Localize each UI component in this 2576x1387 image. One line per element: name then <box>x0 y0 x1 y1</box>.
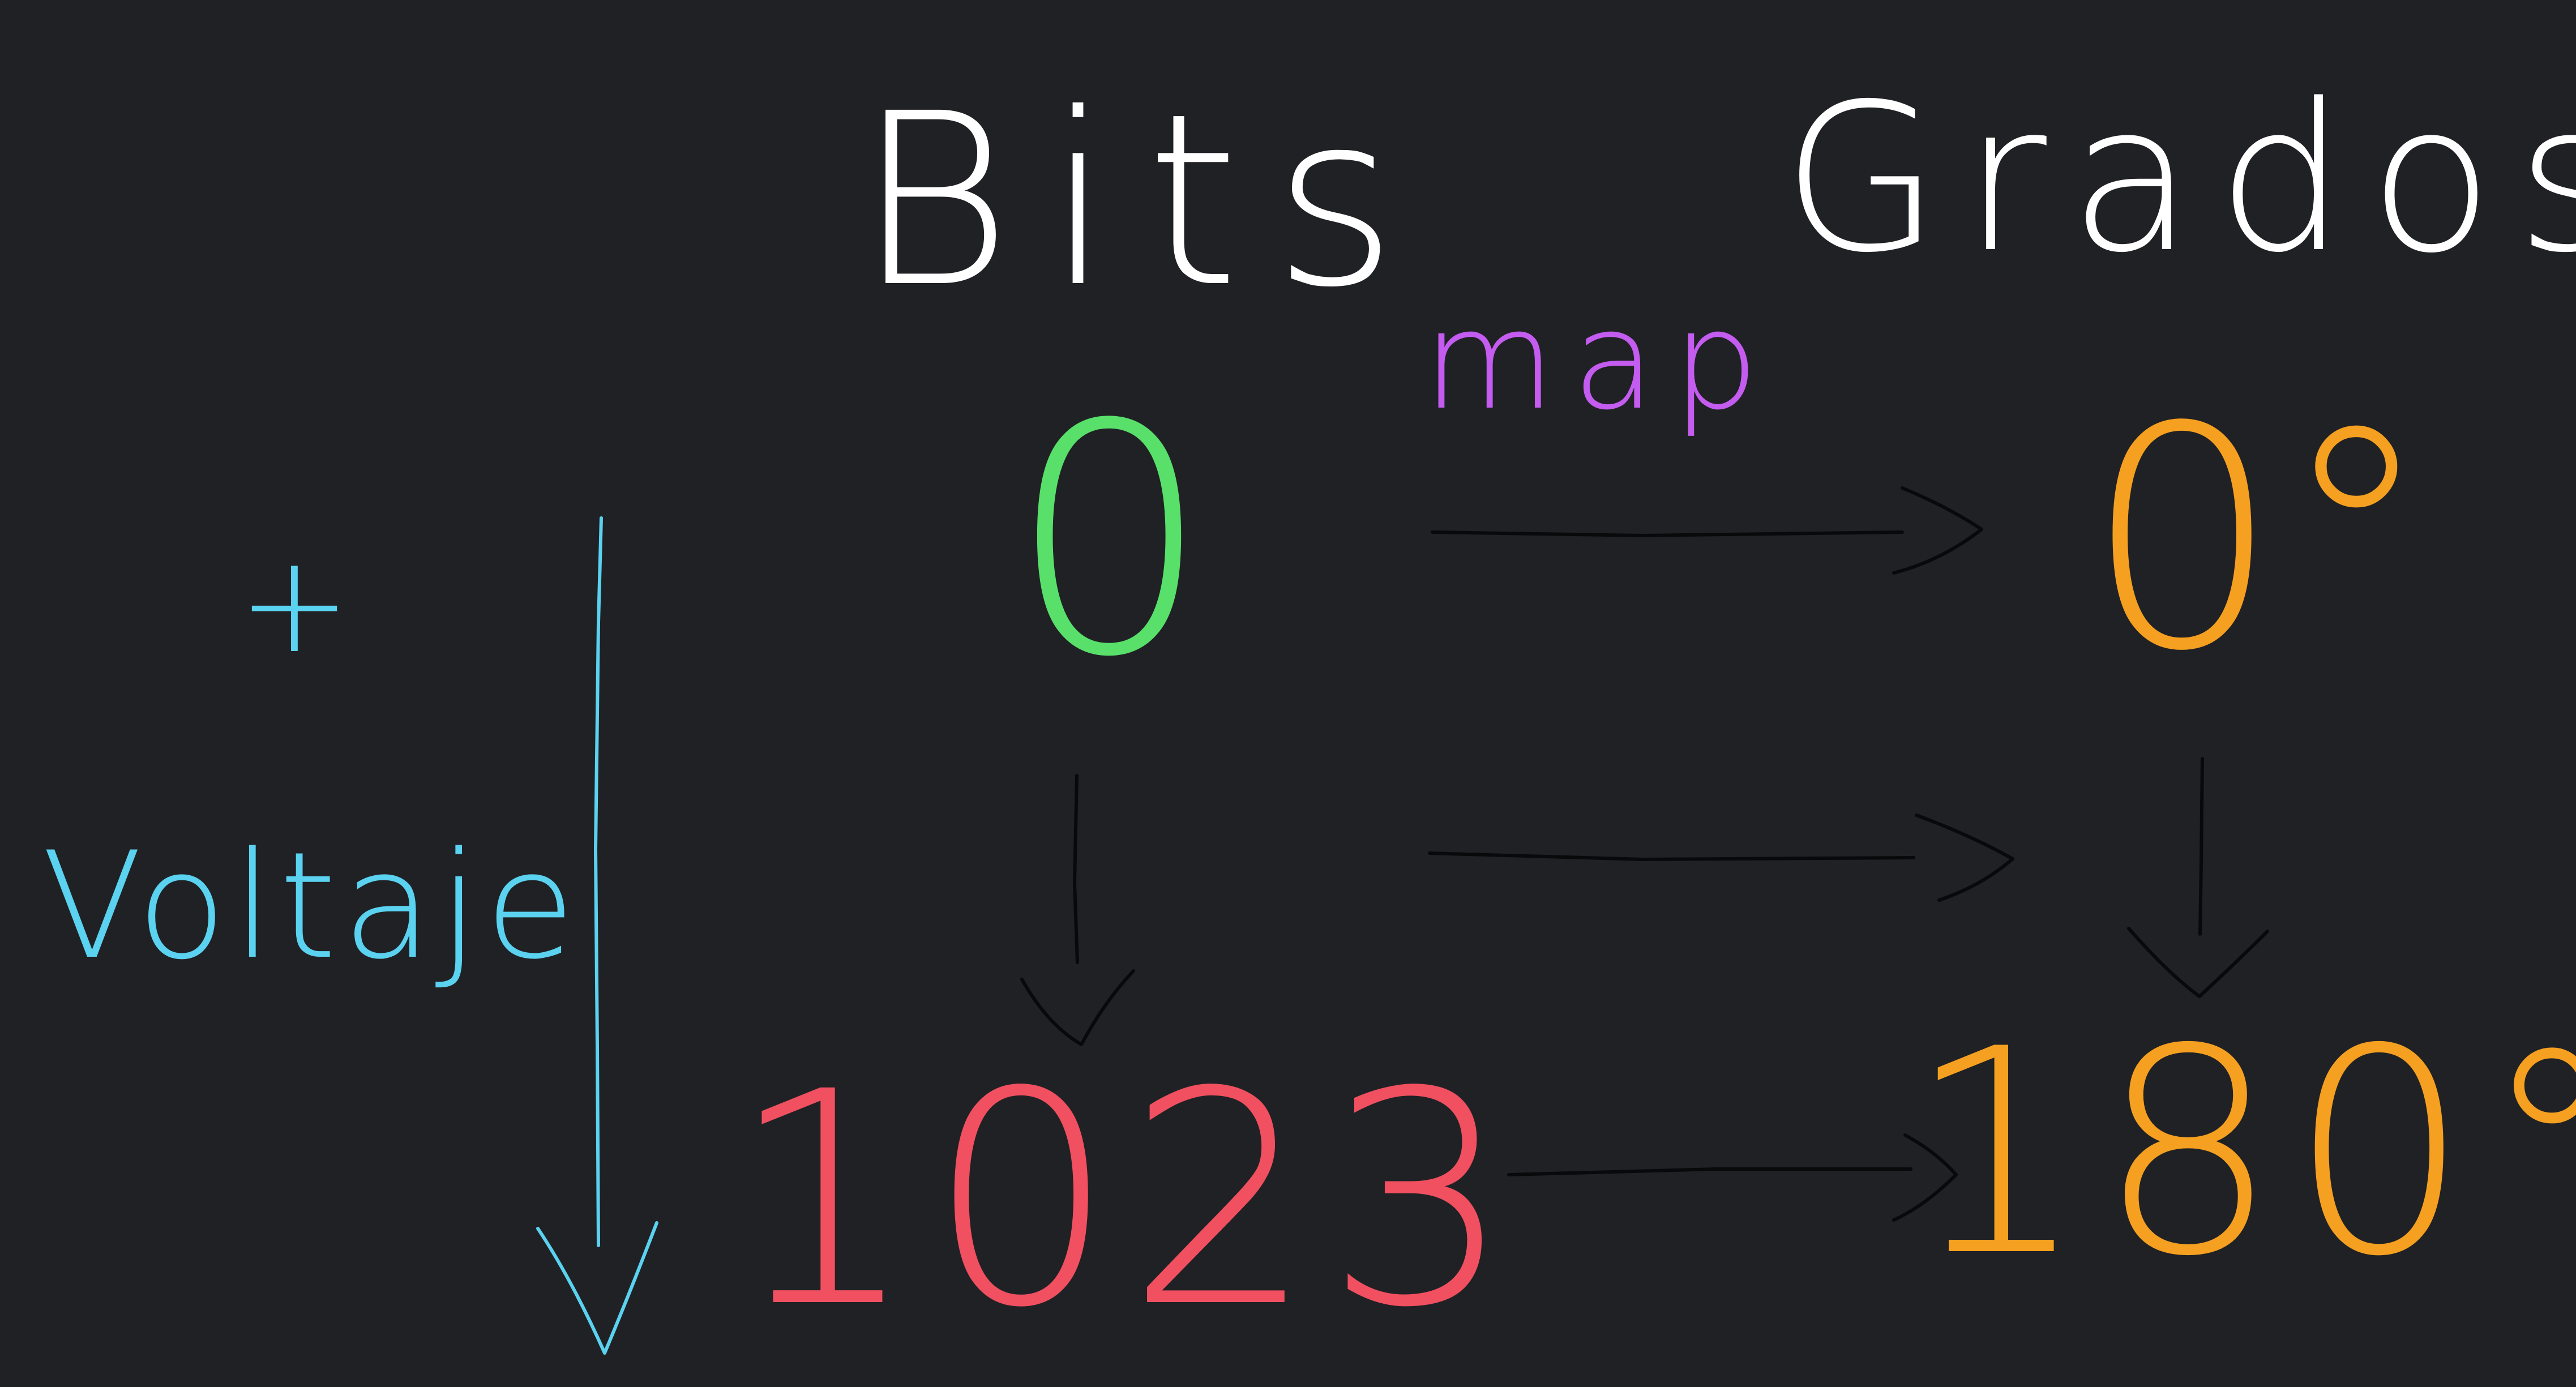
bits-down-arrow <box>1020 774 1135 1046</box>
bits-max-value: 1023 <box>729 1029 1524 1372</box>
voltage-plus-sign: + <box>237 525 351 683</box>
map-arrow-middle <box>1428 814 2014 902</box>
degrees-min-value: 0° <box>2085 362 2433 718</box>
voltage-label: Voltaje <box>42 821 581 992</box>
map-arrow-bottom <box>1507 1133 1958 1222</box>
degrees-max-value: 180° <box>1907 988 2576 1318</box>
map-arrow-top <box>1431 486 1983 575</box>
degrees-down-arrow <box>2127 757 2269 998</box>
voltage-down-arrow <box>536 516 658 1355</box>
bits-header: Bits <box>856 63 1431 340</box>
grados-header: Grados <box>1782 60 2576 297</box>
bits-min-value: 0 <box>1009 357 1210 726</box>
map-label: map <box>1423 281 1775 440</box>
